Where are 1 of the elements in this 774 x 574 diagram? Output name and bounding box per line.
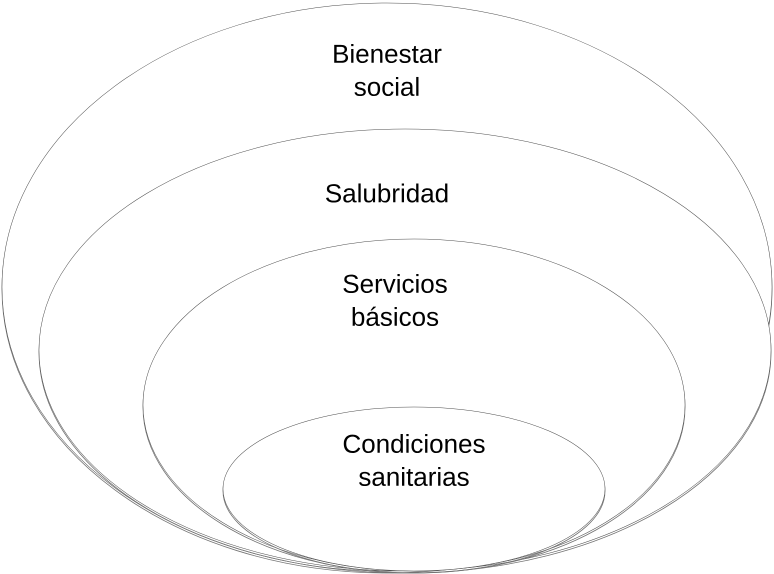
node-label: Servicios básicos <box>343 274 447 326</box>
